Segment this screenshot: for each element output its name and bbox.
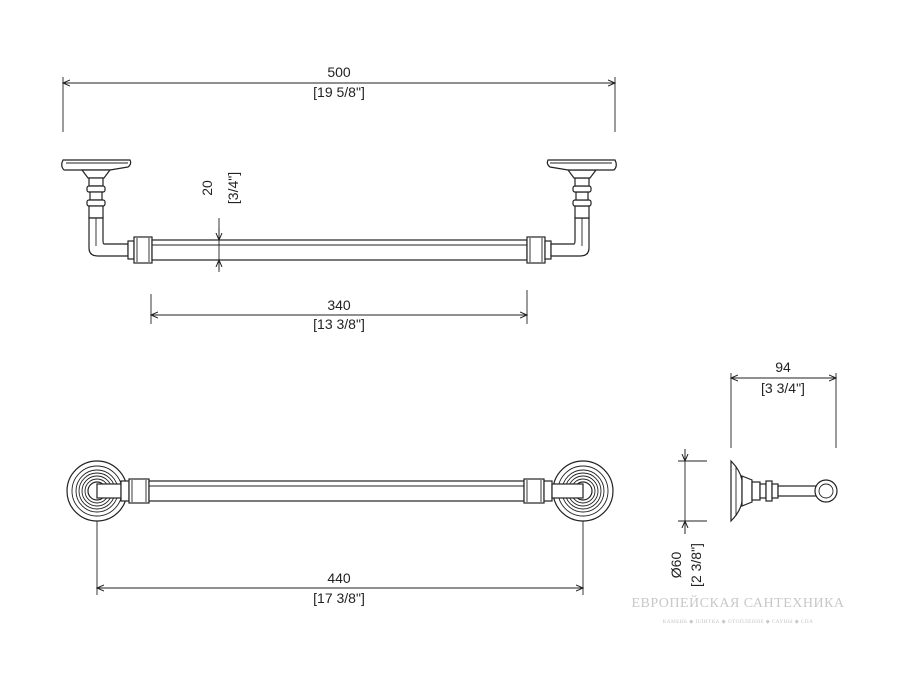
right-rosette [523, 460, 614, 522]
watermark: ЕВРОПЕЙСКАЯ САНТЕХНИКА КАМЕНЬ ◆ ПЛИТКА ◆… [631, 594, 844, 625]
bar-diameter-dimension: 20 [3/4"] [199, 172, 241, 272]
overall-width-metric: 500 [327, 64, 351, 80]
top-view: 500 [19 5/8"] [61, 64, 617, 332]
watermark-subtitle: КАМЕНЬ ◆ ПЛИТКА ◆ ОТОПЛЕНИЕ ◆ САУНЫ ◆ СП… [663, 619, 814, 625]
flange-diameter-imperial: [2 3/8"] [688, 543, 704, 587]
projection-metric: 94 [775, 359, 791, 375]
side-profile [730, 459, 838, 523]
mount-centers-imperial: [17 3/8"] [313, 590, 365, 606]
flange-diameter-metric: Ø60 [668, 552, 684, 579]
bar-length-imperial: [13 3/8"] [313, 316, 365, 332]
flange-diameter-dimension: Ø60 [2 3/8"] [668, 449, 707, 587]
bar-length-dimension: 340 [13 3/8"] [151, 290, 527, 332]
bar-length-metric: 340 [327, 297, 351, 313]
projection-dimension: 94 [3 3/4"] [731, 359, 836, 448]
side-view: 94 [3 3/4"] Ø60 [2 3/8"] [668, 359, 838, 587]
bar-diameter-imperial: [3/4"] [225, 172, 241, 204]
towel-bar-top [151, 239, 528, 261]
projection-imperial: [3 3/4"] [761, 380, 805, 396]
left-wall-bracket [61, 159, 153, 264]
left-rosette [66, 460, 150, 522]
towel-bar-front [148, 480, 525, 502]
right-wall-bracket [526, 159, 617, 264]
mount-centers-dimension: 440 [17 3/8"] [97, 521, 583, 606]
overall-width-dimension: 500 [19 5/8"] [63, 64, 615, 132]
bar-diameter-metric: 20 [199, 180, 215, 196]
mount-centers-metric: 440 [327, 570, 351, 586]
overall-width-imperial: [19 5/8"] [313, 84, 365, 100]
watermark-title: ЕВРОПЕЙСКАЯ САНТЕХНИКА [631, 594, 844, 611]
front-view: 440 [17 3/8"] [66, 460, 614, 606]
